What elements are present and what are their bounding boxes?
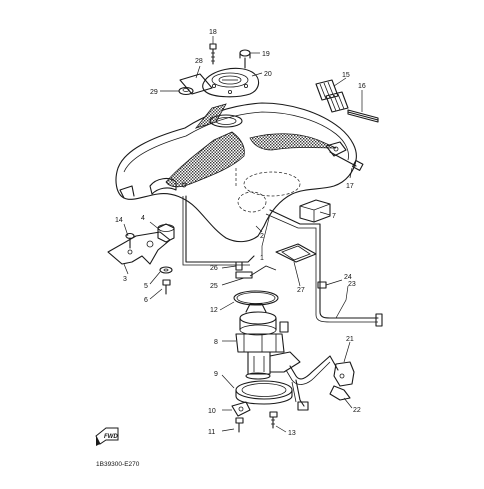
hose-21 [285,355,339,411]
gasket-12 [233,290,279,306]
diagram-code: 1B39300-E270 [96,461,140,468]
fuel-tank [115,102,357,243]
sensor-7 [299,199,331,223]
callout-8: 8 [214,339,218,346]
bolt-13 [269,411,278,429]
bolt-11 [235,417,244,433]
callout-1: 1 [260,255,264,262]
breather-hose [182,195,383,327]
callout-26: 26 [210,265,218,272]
callout-29: 29 [150,89,158,96]
callout-28: 28 [195,58,203,65]
fuel-cap-assembly [202,67,260,98]
fuel-pump-8 [235,303,301,380]
plate-27 [275,243,317,263]
screw-18 [209,43,217,65]
callout-9: 9 [214,371,218,378]
bolt-6 [162,279,171,295]
hose-25 [249,265,277,277]
connector-22 [329,361,355,401]
callout-3: 3 [123,276,127,283]
callout-10: 10 [208,408,216,415]
front-direction-marker: FWD [95,427,119,446]
leader-lines [123,36,363,433]
damper-15 [315,79,349,113]
callout-14: 14 [115,217,123,224]
callout-4: 4 [141,215,145,222]
callout-24: 24 [344,274,352,281]
grommet-29 [178,86,194,96]
clip-26 [235,261,243,271]
callout-22: 22 [353,407,361,414]
bolt-16 [347,109,379,123]
callout-21: 21 [346,336,354,343]
callout-11: 11 [208,429,215,436]
callouts: 18 19 20 28 29 15 16 17 7 14 4 3 5 6 2 1… [115,29,366,437]
callout-15: 15 [342,72,350,79]
bolt-17 [329,151,364,171]
clip-25 [235,271,253,279]
callout-17: 17 [346,183,354,190]
callout-23: 23 [348,281,356,288]
bolt-14 [125,232,135,249]
callout-18: 18 [209,29,217,36]
callout-20: 20 [264,71,272,78]
washer-5 [159,266,173,274]
callout-7: 7 [332,213,336,220]
callout-25: 25 [210,283,218,290]
clip-24 [317,281,327,289]
ring-9 [235,380,293,405]
front-mark-text: FWD [104,434,118,440]
callout-27: 27 [297,287,305,294]
callout-13: 13 [288,430,296,437]
bracket-10 [231,401,251,417]
bracket-3 [107,231,171,265]
callout-12: 12 [210,307,218,314]
bracket-28 [179,73,213,95]
callout-16: 16 [358,83,366,90]
callout-5: 5 [144,283,148,290]
bolt-19 [239,49,251,69]
callout-19: 19 [262,51,270,58]
callout-6: 6 [144,297,148,304]
callout-2: 2 [260,233,264,240]
